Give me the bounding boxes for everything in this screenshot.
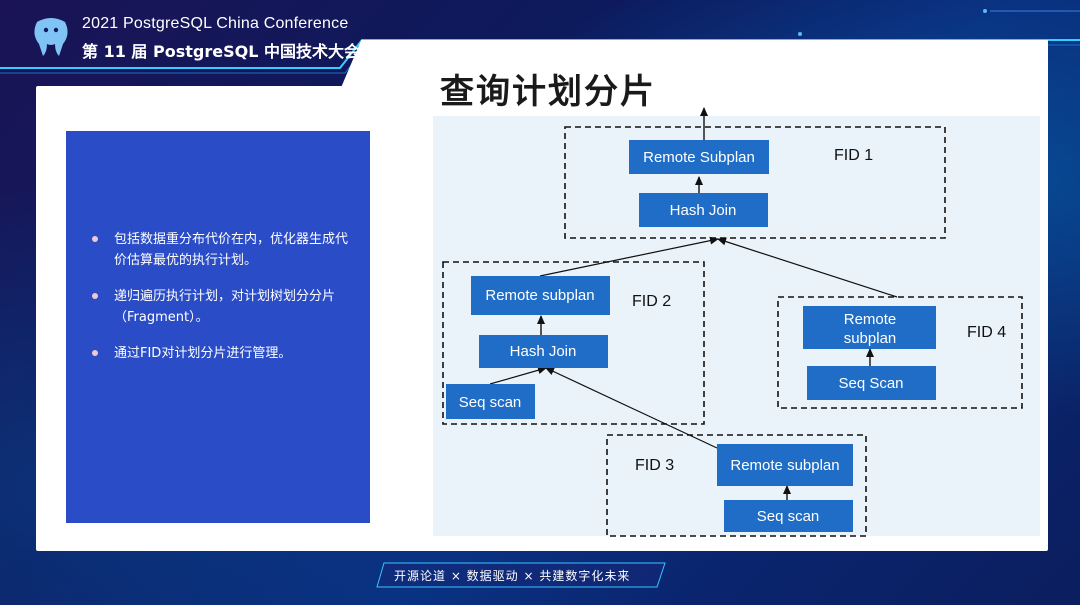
node-fid2-remote-subplan-label: Remote subplan [485, 287, 594, 304]
node-fid1-remote-subplan-label: Remote Subplan [643, 149, 755, 166]
bullet-text: 递归遍历执行计划，对计划树划分分片（Fragment）。 [114, 289, 336, 325]
arrow-fid4-to-fid1 [717, 237, 898, 298]
node-fid3-seq-scan [724, 500, 853, 532]
fragment-box-fid2 [442, 261, 705, 425]
node-fid2-hash-join [479, 335, 608, 368]
node-fid2-seq-scan-label: Seq scan [459, 394, 522, 411]
bullet-item: 递归遍历执行计划，对计划树划分分片（Fragment）。 [90, 286, 355, 328]
fid2-label: FID 2 [632, 293, 671, 310]
fragment-box-fid1 [564, 126, 946, 239]
arrow-fid2-seqscan-to-hashjoin [489, 366, 547, 385]
bullet-dot-icon [92, 236, 98, 242]
bullet-text: 包括数据重分布代价在内，优化器生成代价估算最优的执行计划。 [114, 232, 349, 268]
node-fid4-remote-label: Remote [844, 311, 897, 328]
bullet-item: 包括数据重分布代价在内，优化器生成代价估算最优的执行计划。 [90, 229, 355, 271]
arrow-fid3-to-fid2 [545, 367, 718, 449]
node-fid3-remote-subplan [717, 444, 853, 486]
node-fid3-seq-scan-label: Seq scan [757, 508, 820, 525]
fragment-box-fid4 [777, 296, 1023, 409]
node-fid2-seq-scan [446, 384, 535, 419]
node-fid4-seq-scan [807, 366, 936, 400]
bullet-text: 通过FID对计划分片进行管理。 [114, 346, 292, 361]
bullet-dot-icon [92, 293, 98, 299]
node-fid2-remote-subplan [471, 276, 610, 315]
bullet-item: 通过FID对计划分片进行管理。 [90, 343, 355, 364]
node-fid4-remote-subplan [803, 306, 936, 349]
conference-title-cn: 第 11 届 PostgreSQL 中国技术大会 [82, 42, 360, 61]
node-fid1-hash-join-label: Hash Join [670, 202, 737, 219]
footer-frame [376, 562, 666, 588]
bullet-list: 包括数据重分布代价在内，优化器生成代价估算最优的执行计划。 递归遍历执行计划，对… [90, 229, 355, 379]
fid1-label: FID 1 [834, 147, 873, 164]
fid3-label: FID 3 [635, 457, 674, 474]
node-fid2-hash-join-label: Hash Join [510, 343, 577, 360]
node-fid3-remote-subplan-label: Remote subplan [730, 457, 839, 474]
conference-title-en: 2021 PostgreSQL China Conference [82, 15, 349, 32]
slide-title: 查询计划分片 [440, 72, 656, 112]
node-fid4-seq-scan-label: Seq Scan [838, 375, 903, 392]
footer-slogan: 开源论道 × 数据驱动 × 共建数字化未来 [394, 569, 631, 583]
node-fid4-subplan-label: subplan [844, 330, 897, 347]
bullet-dot-icon [92, 350, 98, 356]
postgresql-logo-icon [34, 18, 68, 56]
node-fid1-hash-join [639, 193, 768, 227]
bullet-box: 包括数据重分布代价在内，优化器生成代价估算最优的执行计划。 递归遍历执行计划，对… [66, 131, 370, 523]
fid4-label: FID 4 [967, 324, 1006, 341]
title-tab [340, 40, 1048, 90]
node-fid1-remote-subplan [629, 140, 769, 174]
arrow-fid2-to-fid1 [539, 236, 719, 277]
